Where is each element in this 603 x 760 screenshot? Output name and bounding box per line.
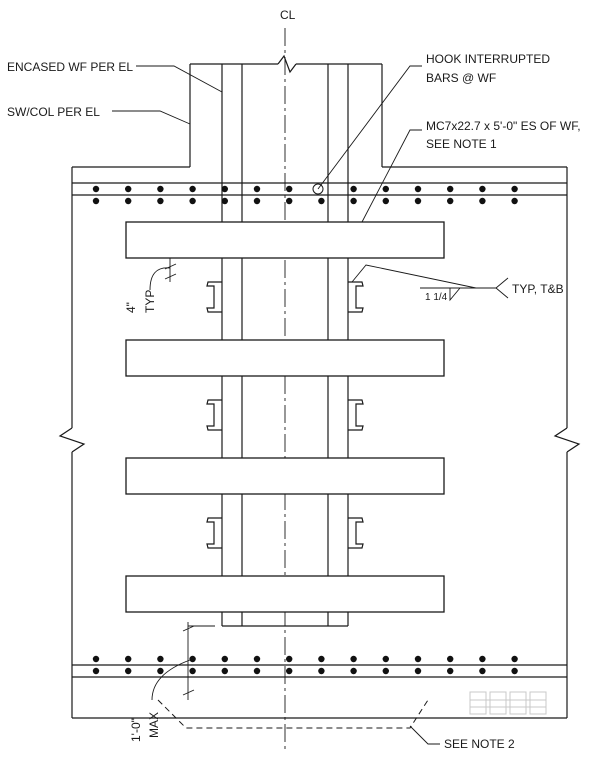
top-bar-dot: [479, 185, 486, 193]
mc-plate-1: [125, 221, 445, 259]
top-bar-dot: [125, 197, 132, 205]
bottom-bar-dot: [479, 655, 486, 663]
bottom-bar-dot: [157, 655, 164, 663]
bottom-bar-dot: [350, 667, 357, 675]
see-note2-label: SEE NOTE 2: [444, 737, 515, 751]
channel-left-1: [206, 281, 222, 313]
bottom-rebar-layer: [72, 655, 567, 719]
top-bar-dot: [157, 185, 164, 193]
top-bar-dot: [157, 197, 164, 205]
bottom-bar-dot: [318, 655, 325, 663]
bottom-bar-dot: [221, 667, 228, 675]
bottom-bar-dot: [286, 655, 293, 663]
top-bar-dot: [189, 197, 196, 205]
top-bar-dot: [382, 185, 389, 193]
hook-label-line1: HOOK INTERRUPTED: [426, 52, 550, 66]
bottom-bar-dot: [157, 667, 164, 675]
encased-wf-label: ENCASED WF PER EL: [7, 60, 133, 74]
bottom-bar-dot: [92, 655, 100, 663]
centerline-label: CL: [280, 8, 296, 22]
hook-bar-marker: [312, 183, 324, 195]
bottom-bar-dot: [253, 667, 261, 675]
sw-col-label: SW/COL PER EL: [7, 105, 100, 119]
mc-channel-plates: [125, 221, 445, 613]
top-bar-dot: [511, 197, 518, 205]
top-bar-dot: [286, 197, 293, 205]
channel-right-2: [348, 399, 364, 431]
top-bar-dot: [253, 185, 261, 193]
leaders: [112, 65, 509, 745]
bottom-bar-dot: [511, 655, 518, 663]
dashed-outline: [157, 699, 429, 729]
mc-label-line2: SEE NOTE 1: [426, 137, 497, 151]
weld-typ-label: TYP, T&B: [512, 282, 564, 296]
bottom-bar-dot: [414, 655, 422, 663]
channel-left-3: [206, 517, 222, 549]
bottom-bar-dot: [447, 667, 454, 675]
bottom-bar-dot: [189, 667, 196, 675]
mc-plate-4: [125, 575, 445, 613]
bottom-bar-dot: [382, 655, 389, 663]
weld-size-label: 1 1/4: [425, 292, 448, 303]
top-bar-dot: [286, 185, 293, 193]
mc-plate-3: [125, 457, 445, 495]
top-bar-dot: [479, 197, 486, 205]
top-bar-dot: [221, 185, 228, 193]
dim-1ft-label: 1'-0": [129, 718, 143, 742]
bottom-bar-dot: [318, 667, 325, 675]
labels: CL ENCASED WF PER EL SW/COL PER EL HOOK …: [7, 8, 581, 751]
top-bar-dot: [92, 197, 100, 205]
dim-max-label: MAX: [147, 712, 161, 738]
top-bar-dot: [318, 197, 325, 205]
bottom-bar-dot: [92, 667, 100, 675]
bottom-bar-dot: [221, 655, 228, 663]
top-bar-dot: [382, 197, 389, 205]
dim-4in-label: 4": [124, 302, 138, 313]
bottom-bar-dot: [511, 667, 518, 675]
top-bar-dot: [447, 185, 454, 193]
bottom-bar-dot: [350, 655, 357, 663]
bottom-bar-dot: [479, 667, 486, 675]
mc-plate-2: [125, 339, 445, 377]
bottom-bar-dots: [92, 655, 518, 675]
top-bar-dot: [511, 185, 518, 193]
top-bar-dot: [125, 185, 132, 193]
top-bar-dots: [92, 185, 518, 205]
bottom-bar-dot: [253, 655, 261, 663]
channel-right-1: [348, 281, 364, 313]
top-bar-dot: [189, 185, 196, 193]
mc-label-line1: MC7x22.7 x 5'-0" ES OF WF,: [426, 119, 581, 133]
watermark-logo: [469, 691, 547, 715]
top-rebar-layer: [72, 182, 567, 205]
bottom-bar-dot: [189, 655, 196, 663]
top-bar-dot: [221, 197, 228, 205]
channel-profiles: [206, 281, 364, 549]
dim-typ-label: TYP: [143, 290, 157, 313]
top-bar-dot: [447, 197, 454, 205]
bottom-bar-dot: [414, 667, 422, 675]
channel-left-2: [206, 399, 222, 431]
bottom-bar-dot: [382, 667, 389, 675]
top-bar-dot: [414, 197, 422, 205]
hook-label-line2: BARS @ WF: [426, 71, 496, 85]
top-bar-dot: [253, 197, 261, 205]
bottom-bar-dot: [447, 655, 454, 663]
top-bar-dot: [92, 185, 100, 193]
wall-outline: [58, 166, 581, 718]
top-bar-dot: [350, 185, 357, 193]
bottom-bar-dot: [125, 667, 132, 675]
top-bar-dot: [414, 185, 422, 193]
channel-right-3: [348, 517, 364, 549]
bottom-bar-dot: [125, 655, 132, 663]
top-bar-dot: [350, 197, 357, 205]
bottom-bar-dot: [286, 667, 293, 675]
